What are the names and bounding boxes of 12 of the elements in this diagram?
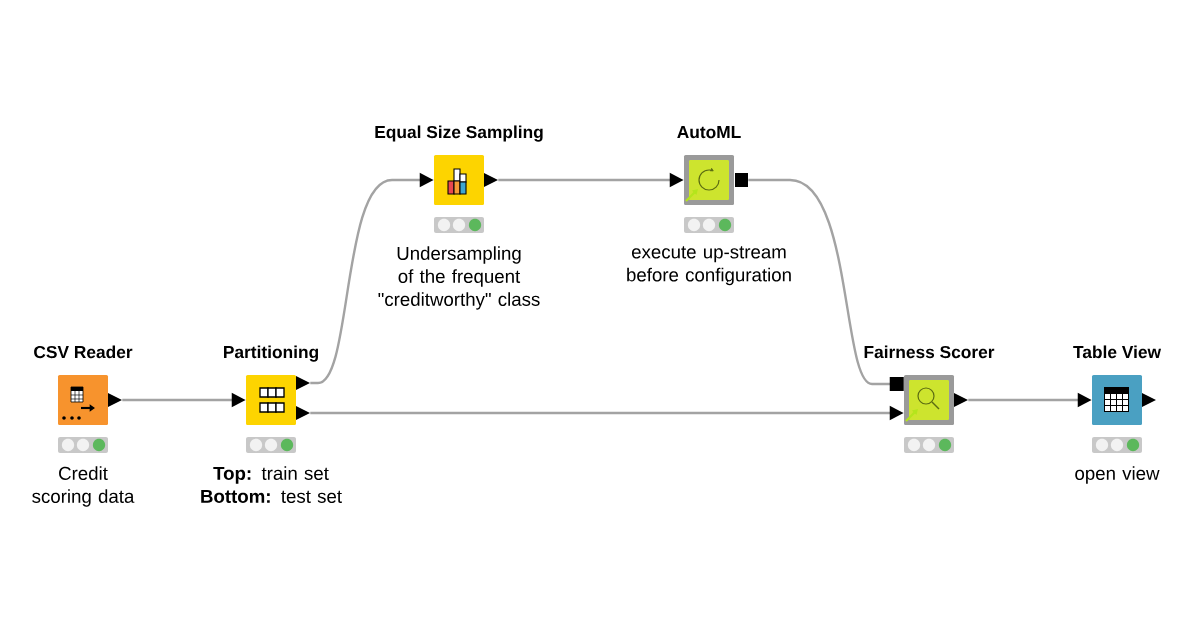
node-title: Fairness Scorer bbox=[864, 345, 995, 359]
node-title: Partitioning bbox=[224, 345, 318, 362]
node-title: AutoML bbox=[677, 126, 741, 139]
node-comment: Undersampling of the frequent "creditworthy" class bbox=[378, 246, 540, 310]
node-title: CSV Reader bbox=[34, 345, 133, 359]
node-comment: open view bbox=[1075, 466, 1160, 484]
node-title: Table View bbox=[1073, 345, 1162, 359]
node-comment: Top: train set Bottom: test set bbox=[201, 466, 342, 503]
node-comment: execute up-stream before configuration bbox=[627, 246, 791, 286]
node-title: Equal Size Sampling bbox=[375, 125, 543, 142]
node-comment: Credit scoring data bbox=[32, 466, 135, 507]
connector bbox=[748, 178, 904, 391]
